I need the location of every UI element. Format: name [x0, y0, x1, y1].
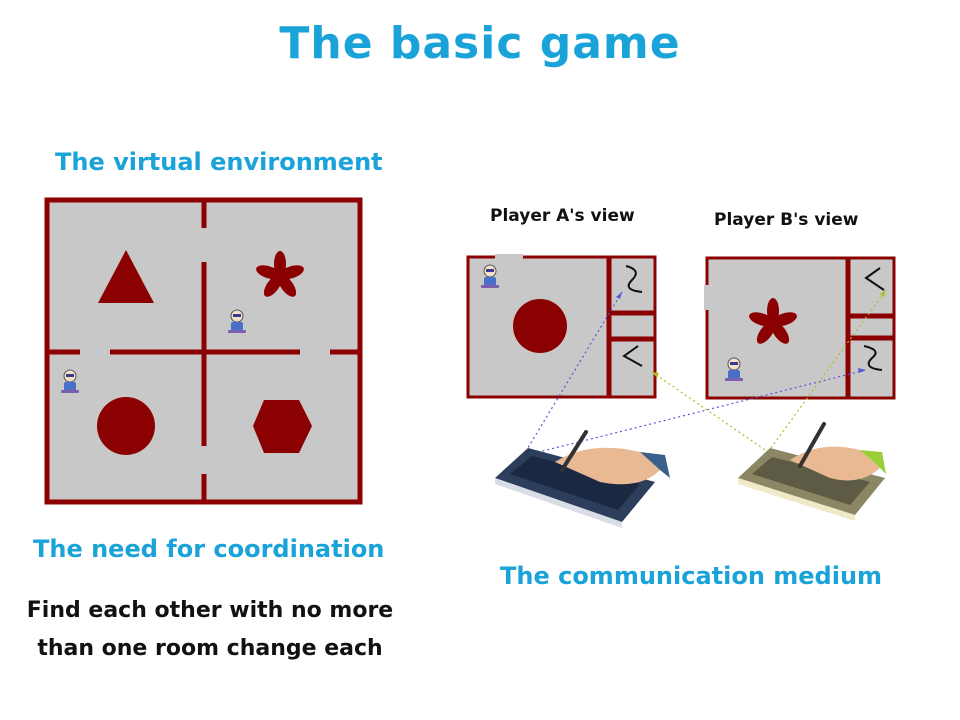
hexagon-icon [253, 400, 312, 453]
sketch-mark [863, 345, 883, 371]
page-title: The basic game [279, 18, 681, 69]
circle-icon [513, 299, 567, 353]
coordination-heading: The need for coordination [33, 535, 385, 563]
player-a-view [466, 254, 657, 399]
player-a-view-label: Player A's view [490, 206, 635, 226]
connector-line [767, 289, 887, 453]
connector-line [651, 371, 769, 453]
player-b-view [704, 256, 896, 400]
sketch-mark [625, 265, 643, 293]
star-icon [256, 251, 304, 297]
message-slot [608, 338, 657, 399]
coordination-line-1: Find each other with no more [26, 598, 394, 623]
coordination-line-2: than one room change each [37, 636, 383, 661]
environment-heading: The virtual environment [55, 148, 383, 176]
communication-heading: The communication medium [500, 562, 883, 590]
connector-line [522, 369, 867, 457]
message-slot [608, 255, 657, 314]
connector-line [522, 291, 623, 457]
sketch-mark [622, 345, 643, 367]
player-b-view-label: Player B's view [714, 210, 859, 230]
sketch-mark [864, 267, 885, 291]
message-slot [847, 256, 896, 317]
drawing-tablet-b-icon [738, 422, 886, 521]
message-slot [847, 315, 896, 339]
circle-icon [97, 397, 155, 455]
drawing-tablet-a-icon [495, 430, 670, 528]
environment-map [44, 197, 363, 505]
message-slot [608, 312, 657, 340]
triangle-icon [98, 250, 154, 303]
star-icon [749, 298, 797, 344]
